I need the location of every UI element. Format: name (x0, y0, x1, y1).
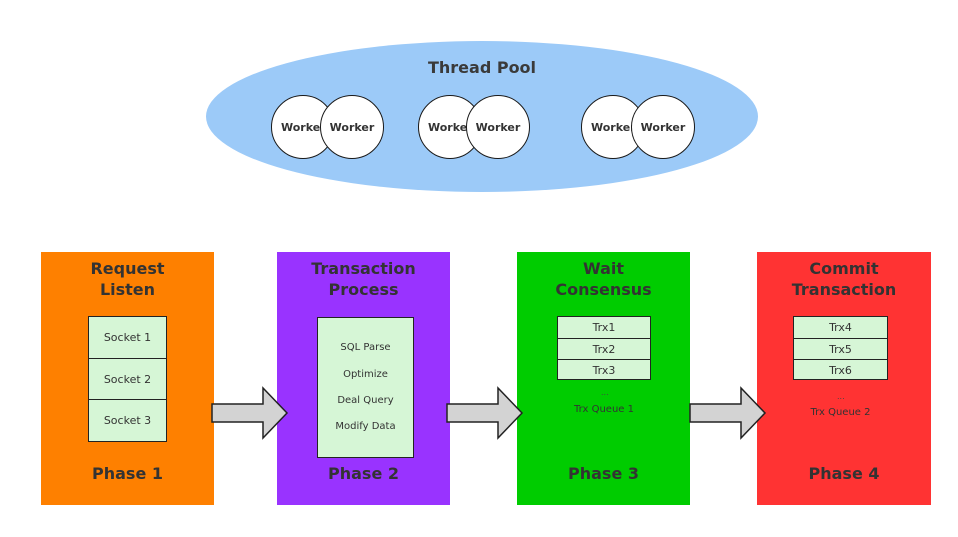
phase-1-box: Request Listen Socket 1 Socket 2 Socket … (41, 252, 214, 505)
phase-2-title: Transaction Process (277, 258, 450, 300)
trx-queue-1-stack: Trx1 Trx2 Trx3 (557, 316, 651, 380)
trx-queue-2-label: Trx Queue 2 (810, 407, 871, 418)
phase-4-label: Phase 4 (808, 464, 880, 483)
trx-cell: Trx5 (794, 338, 887, 360)
trx-cell: Trx6 (794, 359, 887, 380)
worker-label: Worker (640, 120, 686, 134)
phase-4-title: Commit Transaction (757, 258, 931, 300)
process-step: Optimize (343, 369, 388, 380)
flow-arrow-1 (211, 386, 289, 440)
phase-title-line: Request (90, 259, 165, 278)
worker-label: Worker (428, 120, 473, 134)
thread-pool-title: Thread Pool (427, 58, 537, 77)
phase-title-line: Consensus (555, 280, 652, 299)
phase-title-line: Commit (809, 259, 879, 278)
worker-node: Worker (466, 95, 530, 159)
process-steps-box: SQL Parse Optimize Deal Query Modify Dat… (317, 317, 414, 458)
phase-title-line: Listen (99, 280, 156, 299)
phase-1-title: Request Listen (41, 258, 214, 300)
arrow-shape (211, 386, 289, 440)
worker-label: Worker (475, 120, 521, 134)
phase-1-label: Phase 1 (92, 464, 163, 483)
trx-ellipsis: ... (837, 392, 845, 401)
process-step: SQL Parse (340, 342, 391, 353)
phase-3-box: Wait Consensus Trx1 Trx2 Trx3 ... Trx Qu… (517, 252, 690, 505)
phase-title-line: Transaction (791, 280, 897, 299)
worker-label: Worker (281, 120, 326, 134)
phase-3-title: Wait Consensus (517, 258, 690, 300)
trx-queue-1-label: Trx Queue 1 (574, 404, 634, 415)
arrow-shape (446, 386, 524, 440)
process-step: Modify Data (335, 421, 396, 432)
phase-title-line: Process (328, 280, 399, 299)
trx-cell: Trx3 (558, 359, 650, 380)
process-step: Deal Query (337, 395, 394, 406)
phase-2-box: Transaction Process SQL Parse Optimize D… (277, 252, 450, 505)
phase-title-line: Wait (582, 259, 624, 278)
socket-stack: Socket 1 Socket 2 Socket 3 (88, 316, 167, 442)
trx-cell: Trx2 (558, 338, 650, 360)
socket-cell: Socket 3 (89, 399, 166, 441)
trx-ellipsis: ... (601, 388, 609, 397)
worker-node: Worker (631, 95, 695, 159)
flow-arrow-3 (689, 386, 767, 440)
phase-3-label: Phase 3 (568, 464, 639, 483)
phase-2-label: Phase 2 (328, 464, 399, 483)
worker-label: Worker (591, 120, 636, 134)
socket-cell: Socket 2 (89, 358, 166, 400)
trx-cell: Trx1 (592, 321, 616, 334)
arrow-shape (689, 386, 767, 440)
worker-node: Worker (320, 95, 384, 159)
trx-queue-2-stack: Trx4 Trx5 Trx6 (793, 316, 888, 380)
flow-arrow-2 (446, 386, 524, 440)
phase-4-box: Commit Transaction Trx4 Trx5 Trx6 ... Tr… (757, 252, 931, 505)
trx-cell: Trx4 (829, 321, 852, 334)
worker-label: Worker (329, 120, 375, 134)
phase-title-line: Transaction (311, 259, 416, 278)
socket-cell: Socket 1 (103, 331, 152, 344)
